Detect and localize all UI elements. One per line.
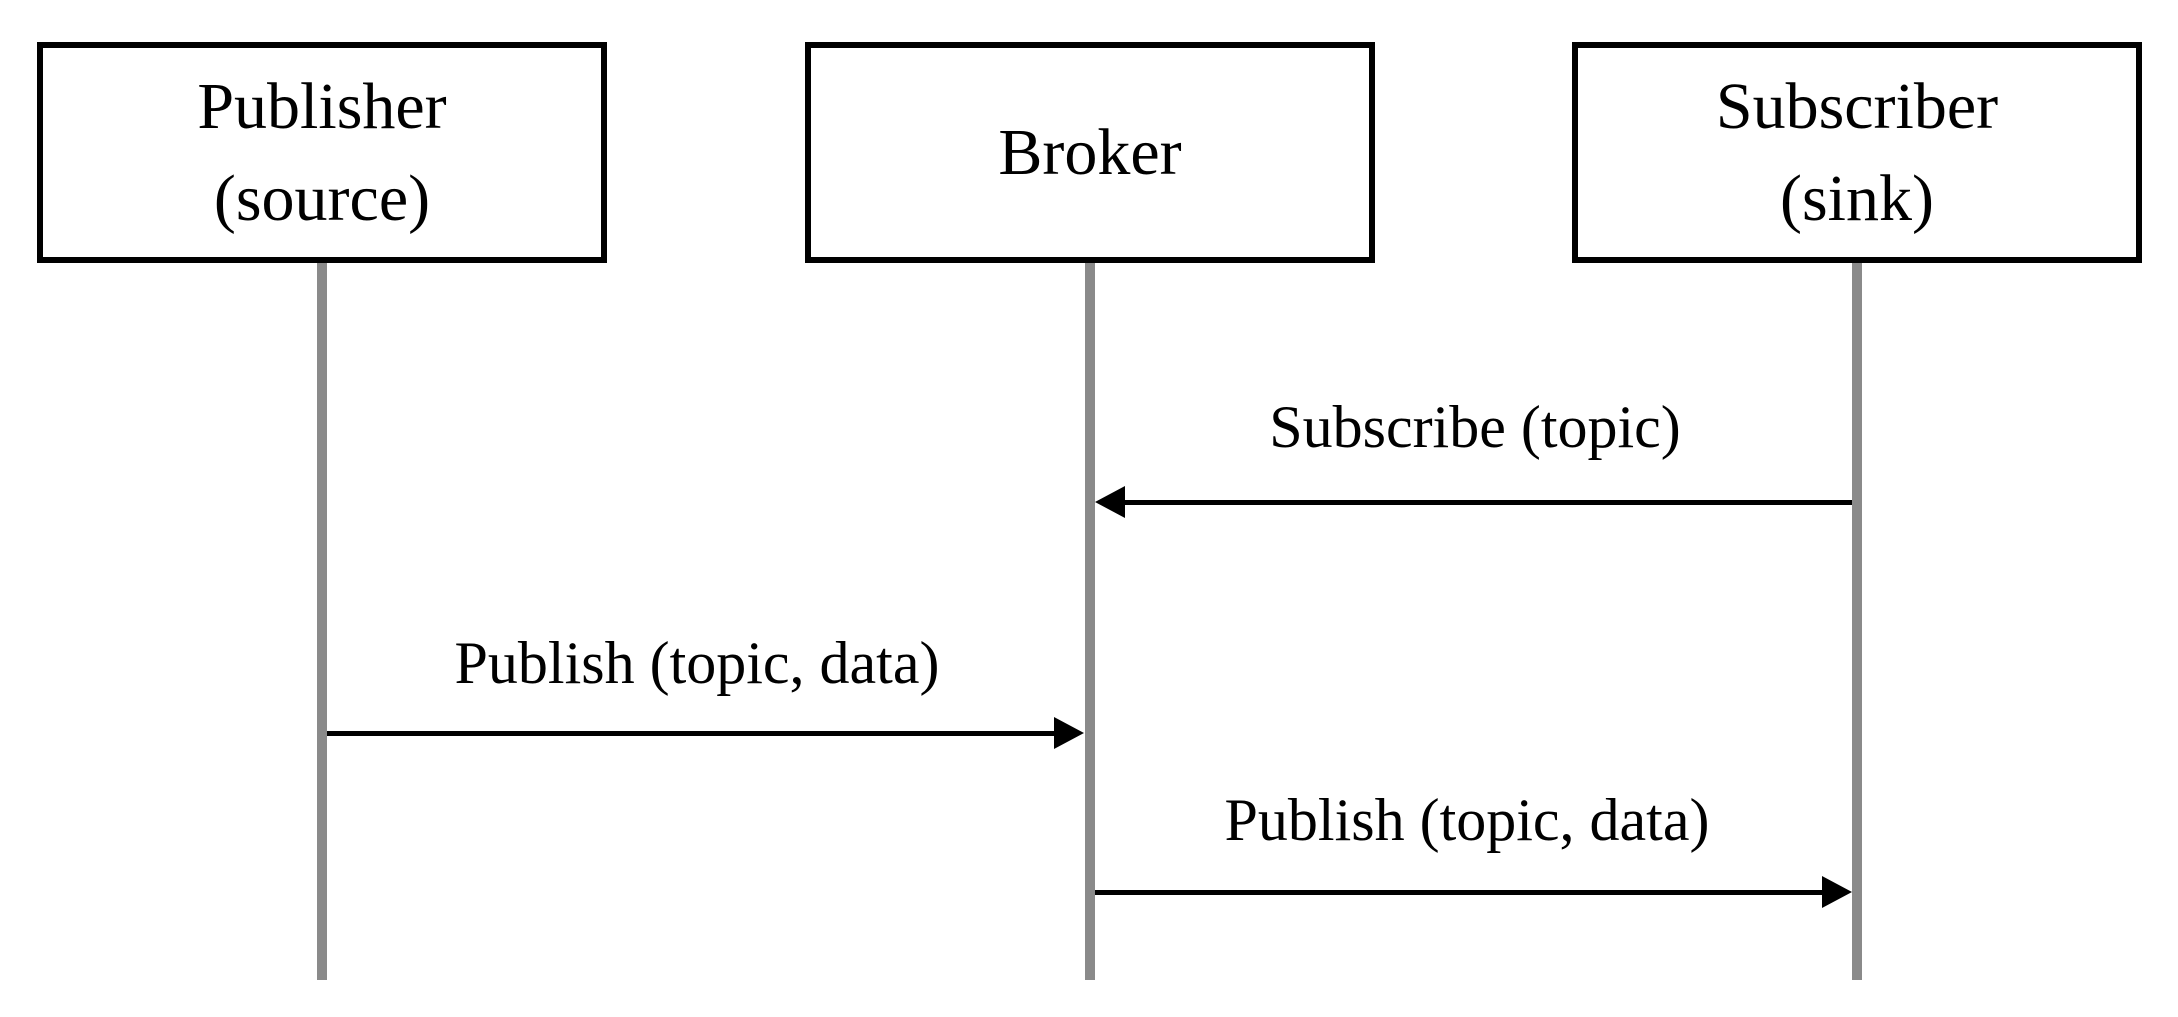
arrowhead-right-icon (1822, 876, 1852, 908)
message-label: Publish (topic, data) (454, 630, 940, 696)
actor-box-subscriber: Subscriber (sink) (1572, 42, 2142, 263)
actor-subtitle-publisher: (source) (213, 161, 431, 235)
message-line (327, 731, 1061, 736)
actor-name-broker: Broker (998, 115, 1182, 189)
message-label: Publish (topic, data) (1224, 787, 1710, 853)
lifeline-subscriber (1852, 263, 1862, 980)
arrowhead-left-icon (1095, 486, 1125, 518)
message-line (1118, 500, 1852, 505)
actor-name-publisher: Publisher (197, 69, 447, 143)
arrowhead-right-icon (1054, 717, 1084, 749)
message-label: Subscribe (topic) (1269, 394, 1681, 460)
lifeline-broker (1085, 263, 1095, 980)
message-line (1095, 890, 1829, 895)
actor-name-subscriber: Subscriber (1715, 69, 1999, 143)
actor-box-publisher: Publisher (source) (37, 42, 607, 263)
actor-box-broker: Broker (805, 42, 1375, 263)
lifeline-publisher (317, 263, 327, 980)
actor-subtitle-subscriber: (sink) (1780, 161, 1934, 235)
